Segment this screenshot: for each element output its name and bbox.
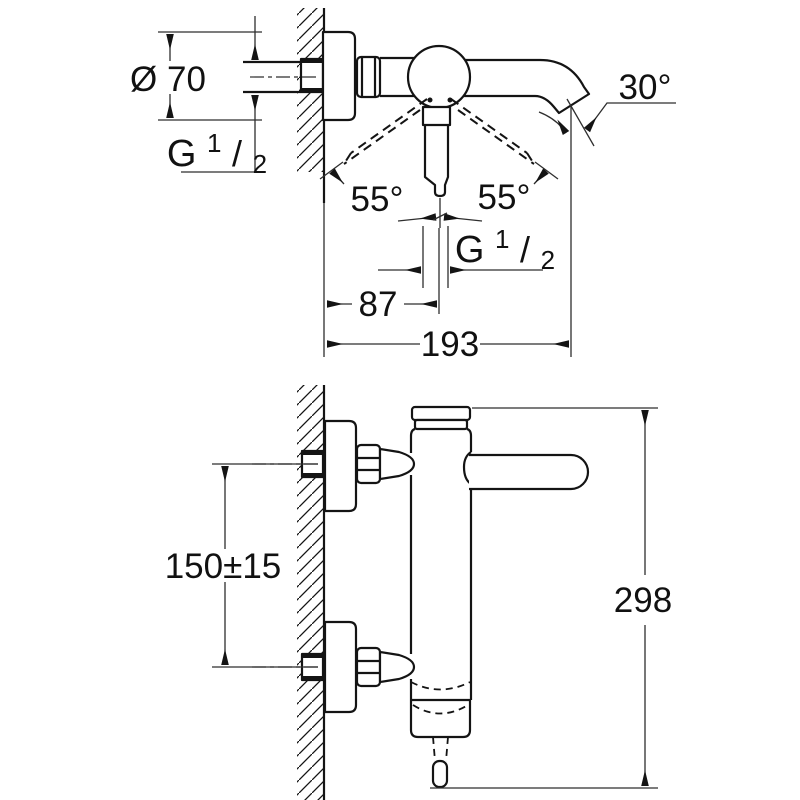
- spout-top-view: [464, 58, 591, 115]
- wall-hatch-front-view: [297, 385, 326, 800]
- dim-thread-top: G 1 / 2: [167, 16, 267, 179]
- body-top-view: [380, 56, 416, 98]
- lower-union-front-view: [378, 650, 416, 684]
- upper-union-front-view: [378, 447, 416, 481]
- bottom-outlet-front-view: [409, 681, 472, 789]
- dim-handle-swing: 55° 55°: [319, 161, 559, 222]
- handle-knob-top-view: [406, 44, 472, 110]
- supply-pipe-top-view: [243, 57, 325, 94]
- dim-wall-to-center-label: 87: [359, 285, 398, 324]
- dim-thread-outlet: G 1 / 2: [378, 215, 555, 288]
- dim-spout-angle-label: 30°: [619, 68, 672, 107]
- dim-wall-to-spout-tip-label: 193: [421, 325, 479, 364]
- dim-connection-spacing: 150±15: [165, 463, 318, 668]
- front-view: 150±15 298: [165, 385, 672, 800]
- dim-wall-to-spout-tip: 193: [327, 105, 572, 364]
- lever-top-view: [421, 105, 452, 228]
- escutcheon-top-view: [321, 30, 357, 122]
- dim-swing-right-label: 55°: [478, 178, 531, 217]
- lower-hex-nut-front-view: [355, 646, 382, 688]
- lever-ghost-left: [343, 98, 428, 165]
- dim-thread-outlet-label: G 1 / 2: [455, 215, 555, 275]
- dim-swing-left-label: 55°: [351, 180, 404, 219]
- dim-spout-angle: 30°: [538, 68, 676, 147]
- dim-escutcheon-diameter: Ø 70: [130, 31, 262, 121]
- dim-total-height-label: 298: [614, 581, 672, 620]
- upper-escutcheon-front-view: [323, 419, 358, 513]
- dim-total-height: 298: [430, 407, 672, 789]
- lever-ghost-right: [450, 98, 535, 165]
- dim-connection-spacing-label: 150±15: [165, 547, 282, 586]
- hex-nut-top-view: [355, 55, 382, 99]
- hose-nipple: [431, 759, 449, 789]
- top-view: 55° 55° 30° Ø 70 G 1 / 2: [130, 8, 676, 364]
- faucet-body-front-view: [409, 405, 473, 700]
- dim-wall-to-center: 87: [327, 228, 440, 324]
- lever-front-view: [469, 453, 590, 491]
- dim-thread-top-label: G 1 / 2: [167, 119, 267, 179]
- dim-escutcheon-diameter-label: Ø 70: [130, 60, 206, 99]
- knob-dot-left: [427, 97, 433, 103]
- lower-escutcheon-front-view: [323, 620, 358, 714]
- upper-hex-nut-front-view: [355, 443, 382, 485]
